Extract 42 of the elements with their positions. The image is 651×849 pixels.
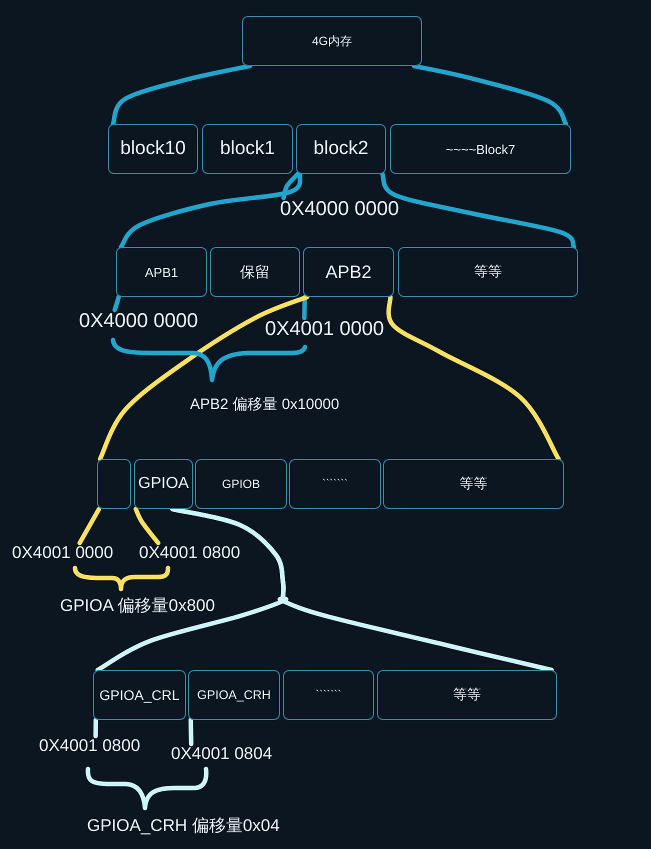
memory-block: GPIOB (195, 459, 287, 509)
memory-block: ``````` (283, 670, 374, 720)
leader-line (112, 294, 121, 312)
connector-line (170, 506, 554, 672)
leader-line (93, 718, 98, 738)
offset-label: GPIOA 偏移量0x800 (60, 596, 215, 616)
connector-line (386, 294, 561, 462)
memory-block: GPIOA_CRL (93, 670, 186, 720)
memory-block: ``````` (289, 459, 381, 509)
memory-block (97, 459, 131, 509)
memory-block: block10 (108, 124, 198, 174)
offset-label: GPIOA_CRH 偏移量0x04 (87, 816, 280, 836)
address-label: 0X4001 0800 (39, 736, 140, 756)
address-label: 0X4000 0000 (79, 310, 198, 333)
memory-block: 等等 (383, 459, 564, 509)
leader-line (77, 506, 102, 546)
memory-block: 4G内存 (242, 16, 422, 66)
memory-block: block2 (296, 124, 386, 174)
connector-line (412, 64, 568, 126)
memory-block: ~~~~Block7 (390, 124, 571, 174)
connector-line (118, 172, 302, 250)
address-label: 0X4001 0804 (171, 744, 272, 764)
memory-block: GPIOA (134, 459, 193, 509)
memory-block: APB1 (116, 247, 207, 297)
address-label: 0X4000 0000 (280, 198, 400, 221)
address-label: 0X4001 0000 (265, 318, 384, 341)
offset-label: APB2 偏移量 0x10000 (190, 396, 340, 414)
leader-line (134, 506, 160, 546)
memory-block: block1 (202, 124, 293, 174)
memory-block: GPIOA_CRH (188, 670, 280, 720)
leader-line (281, 172, 300, 200)
memory-block: 保留 (210, 247, 300, 297)
address-label: 0X4001 0000 (12, 543, 114, 563)
leader-line (188, 718, 194, 746)
connector-line (380, 172, 576, 250)
memory-block: 等等 (377, 670, 557, 720)
memory-block: 等等 (398, 247, 578, 297)
leader-line (302, 294, 308, 320)
memory-block: APB2 (303, 247, 394, 297)
address-label: 0X4001 0800 (139, 543, 240, 563)
connector-line (110, 64, 252, 126)
connector-line (98, 294, 310, 462)
